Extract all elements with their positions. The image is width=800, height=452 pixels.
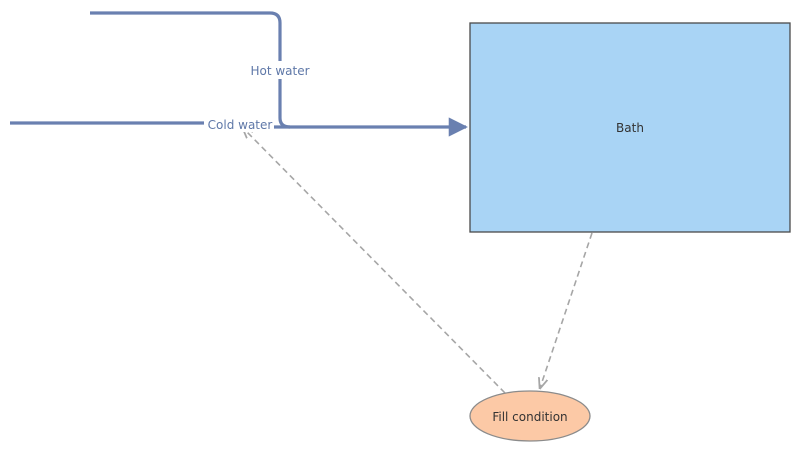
fill-condition-label: Fill condition xyxy=(492,410,567,424)
bath-box xyxy=(469,22,791,233)
bath-node[interactable]: Bath xyxy=(469,22,791,233)
dashed-link-condition-to-cold-water[interactable] xyxy=(243,128,506,394)
fill-condition-ellipse xyxy=(469,390,591,442)
fill-condition-node[interactable]: Fill condition xyxy=(469,390,591,442)
dashed-link-bath-to-condition[interactable] xyxy=(540,232,593,388)
bath-label: Bath xyxy=(616,121,644,135)
cold-water-label-bg xyxy=(204,116,274,132)
cold-water-label: Cold water xyxy=(208,118,273,132)
hot-water-label-bg xyxy=(244,61,316,79)
hot-water-label: Hot water xyxy=(250,64,309,78)
